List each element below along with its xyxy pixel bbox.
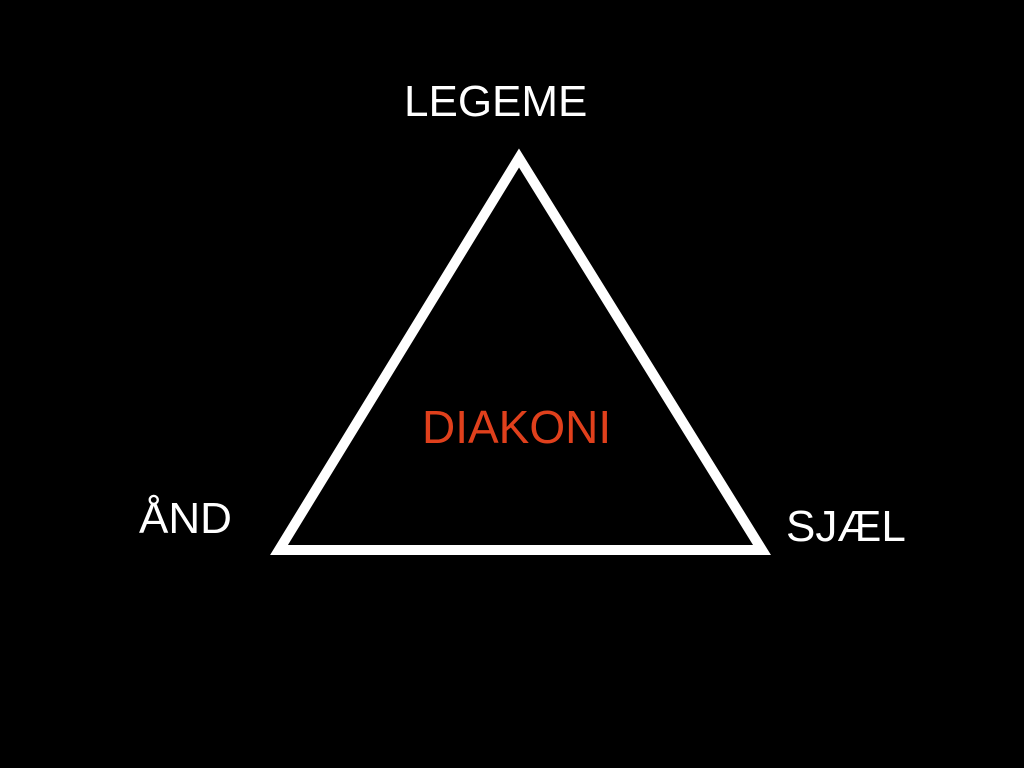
label-top: LEGEME <box>404 77 588 126</box>
triangle-outline <box>270 148 771 555</box>
label-left: ÅND <box>139 494 232 543</box>
label-center: DIAKONI <box>422 401 612 453</box>
label-right: SJÆL <box>786 502 906 551</box>
